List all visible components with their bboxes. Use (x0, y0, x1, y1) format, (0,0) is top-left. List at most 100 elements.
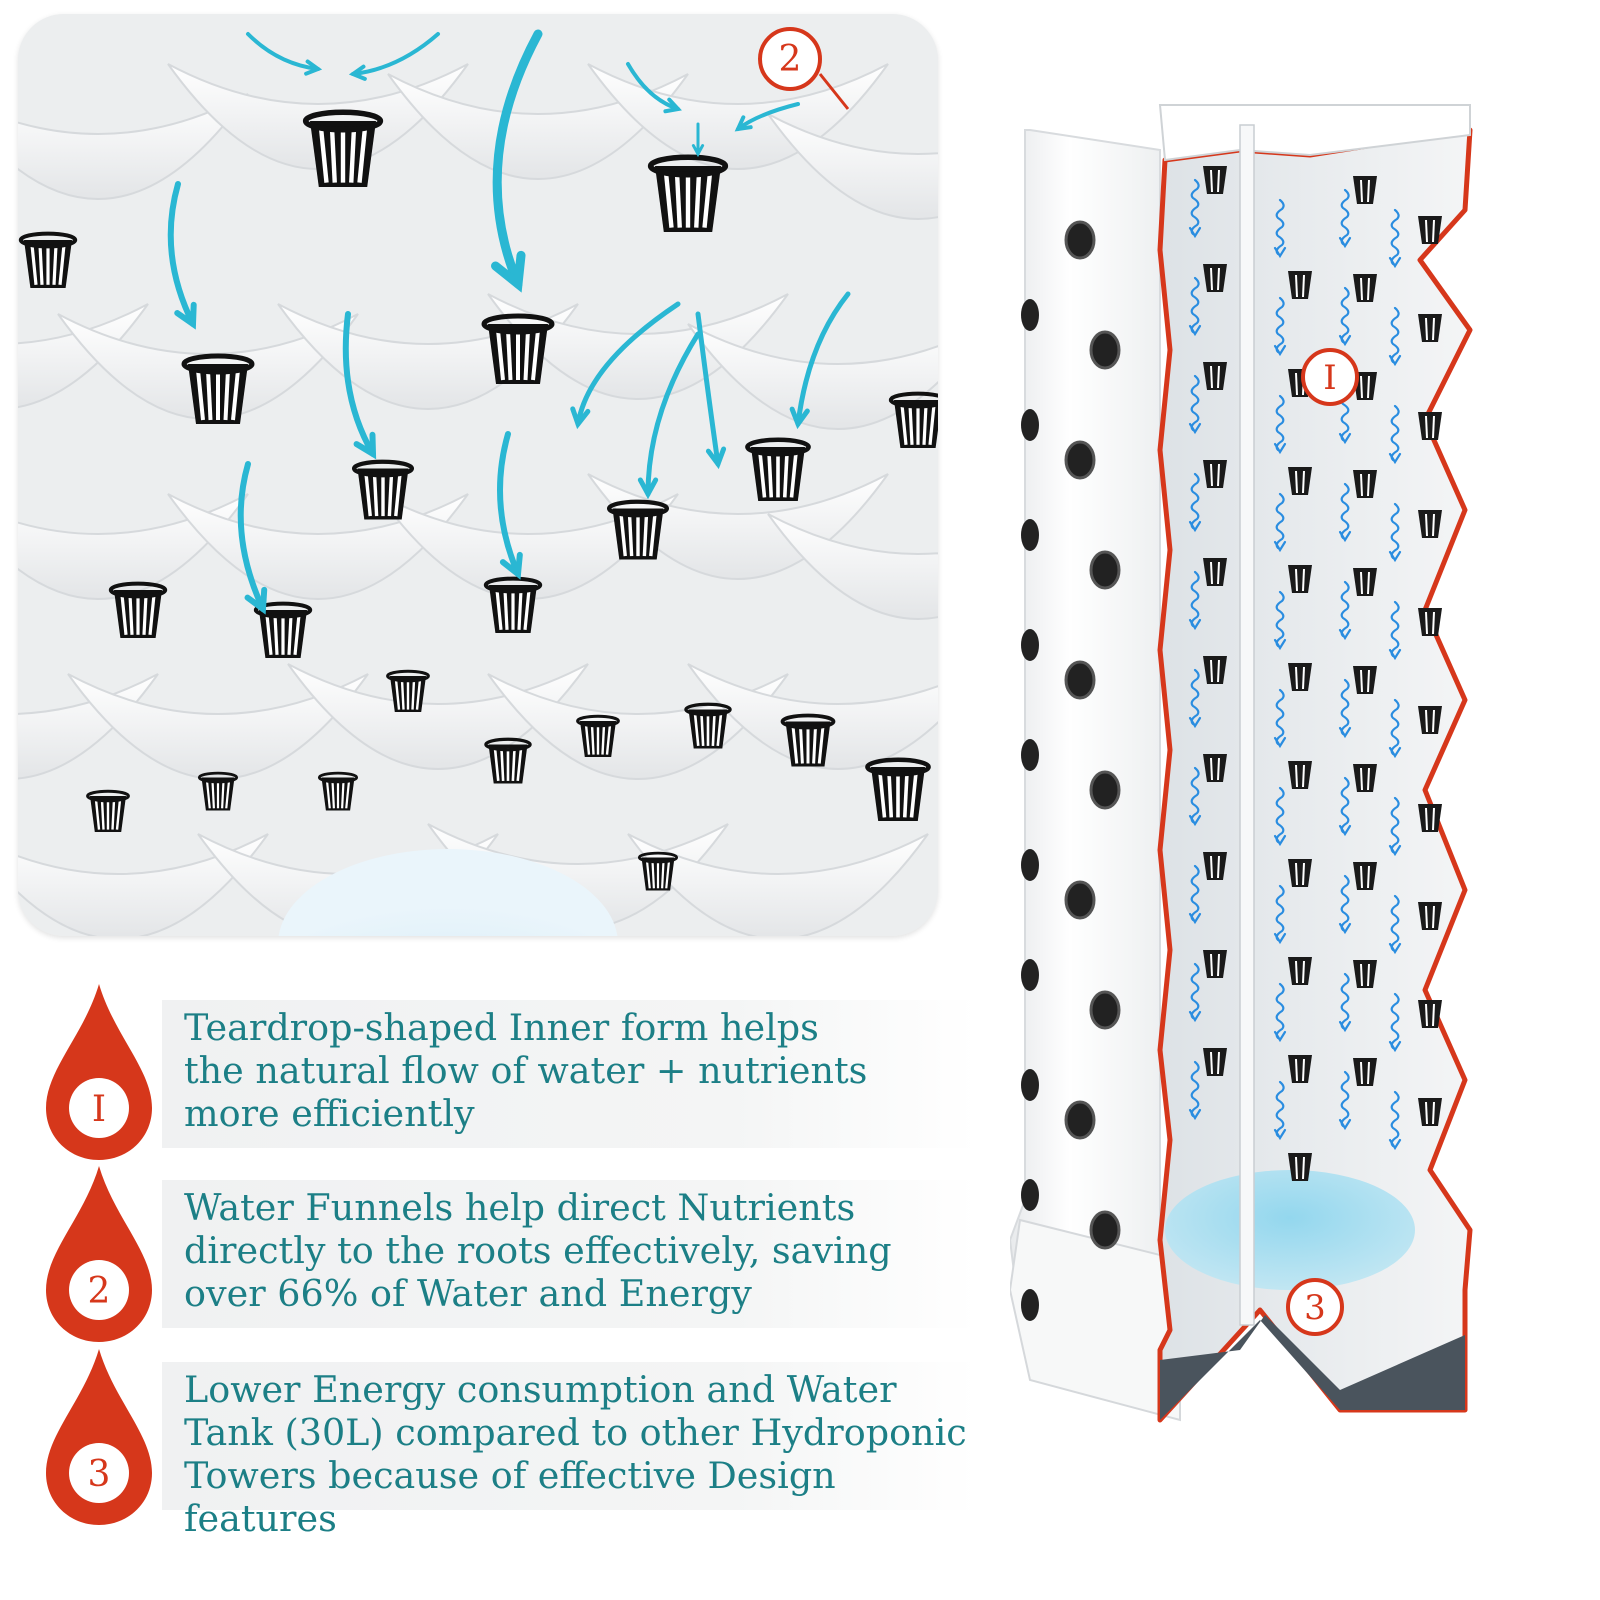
blue-arrowhead (1273, 638, 1287, 651)
blue-arrowhead (1188, 324, 1202, 337)
drop-number-2: 2 (88, 1271, 111, 1312)
net-cup-icon (780, 713, 836, 767)
funnel-shell (287, 663, 589, 770)
blue-wavy-arrow-icon (1390, 992, 1400, 1050)
tower-top-rim (1158, 104, 1471, 162)
blue-wavy-arrow-icon (1275, 884, 1285, 942)
tower-net-cup-icon (1353, 274, 1377, 302)
tower-net-cup-icon (1353, 470, 1377, 498)
net-cup-icon (197, 771, 239, 811)
blue-wavy-arrow-icon (1190, 962, 1200, 1020)
cyan-arrowhead (734, 115, 753, 132)
tower-net-cup-icon (1353, 176, 1377, 204)
blue-arrowhead (1273, 736, 1287, 749)
blue-arrowhead (1188, 422, 1202, 435)
funnel-shell (767, 113, 938, 220)
tower-net-cup-icon (1203, 362, 1227, 390)
blue-wavy-arrow-icon (1275, 492, 1285, 550)
blue-arrowhead (1338, 530, 1352, 543)
callout-1-badge: I (1301, 348, 1359, 406)
cyan-arrowhead (353, 431, 377, 460)
blue-wavy-arrow-icon (1390, 698, 1400, 756)
blue-wavy-arrow-icon (1340, 188, 1350, 246)
blue-arrowhead (1188, 520, 1202, 533)
cyan-arrow-icon (237, 461, 266, 612)
tower-net-cup-icon (1288, 859, 1312, 887)
blue-wavy-arrow-icon (1275, 1080, 1285, 1138)
net-cup-icon (484, 737, 532, 784)
cyan-arrow-icon (795, 291, 851, 427)
blue-arrowhead (1273, 246, 1287, 259)
blue-wavy-arrow-icon (1275, 688, 1285, 746)
blue-arrowhead (1188, 1010, 1202, 1023)
tower-planting-hole-icon (1064, 220, 1096, 260)
blue-arrowhead (1188, 814, 1202, 827)
cyan-arrowhead (637, 477, 659, 500)
net-cup-icon (302, 109, 384, 187)
blue-wavy-arrow-icon (1340, 580, 1350, 638)
tank-floor (1160, 1315, 1465, 1420)
tower-net-cup-icon (1353, 960, 1377, 988)
funnel-shell (167, 493, 469, 600)
blue-wavy-arrow-icon (1275, 786, 1285, 844)
cyan-arrowhead (304, 59, 323, 76)
svg-text:2: 2 (779, 39, 802, 80)
blue-wavy-arrow-icon (1190, 472, 1200, 530)
blue-arrowhead (1338, 432, 1352, 445)
cyan-arrow-icon (246, 32, 320, 71)
cyan-arrow-icon (695, 311, 721, 467)
blue-wavy-arrow-icon (1190, 1060, 1200, 1118)
blue-arrowhead (1273, 1128, 1287, 1141)
funnel-closeup-image: 2 (18, 14, 938, 936)
funnel-shell (687, 323, 938, 430)
tower-planting-hole-icon (1064, 880, 1096, 920)
blue-arrowhead (1388, 452, 1402, 465)
net-cup-icon (18, 231, 78, 288)
tower-net-cup-icon (1203, 852, 1227, 880)
blue-wavy-arrow-icon (1390, 894, 1400, 952)
cyan-arrow-icon (342, 311, 376, 457)
callout-2-badge: 2 (758, 27, 850, 110)
tower-net-cup-icon (1418, 412, 1442, 440)
tower-planting-hole-icon (1021, 739, 1039, 771)
tower-planting-hole-icon (1089, 990, 1121, 1030)
blue-arrowhead (1273, 932, 1287, 945)
funnel-shell (387, 73, 689, 180)
tower-planting-hole-icon (1089, 330, 1121, 370)
blue-wavy-arrow-icon (1190, 276, 1200, 334)
blue-wavy-arrow-icon (1390, 600, 1400, 658)
blue-arrowhead (1388, 942, 1402, 955)
tower-planting-hole-icon (1089, 770, 1121, 810)
net-cup-icon (637, 851, 679, 891)
tower-net-cup-icon (1288, 565, 1312, 593)
funnel-shell (487, 293, 789, 400)
funnel-shell (18, 303, 149, 408)
blue-wavy-arrow-icon (1340, 286, 1350, 344)
net-cup-icon (351, 459, 415, 520)
drop-number-1: I (92, 1089, 106, 1130)
net-cup-icon (483, 576, 543, 633)
tower-planting-hole-icon (1021, 959, 1039, 991)
feature-3-text: Lower Energy consumption and Water Tank … (184, 1368, 967, 1540)
blue-wavy-arrow-icon (1340, 678, 1350, 736)
funnel-shell (67, 673, 369, 780)
cyan-arrowhead (174, 301, 197, 330)
blue-wavy-arrow-icon (1275, 394, 1285, 452)
tower-planting-hole-icon (1089, 550, 1121, 590)
funnel-closeup-illustration: 2 (18, 14, 938, 936)
tower-net-cup-icon (1353, 666, 1377, 694)
tower-net-cup-icon (1203, 754, 1227, 782)
cyan-arrow-icon (645, 331, 701, 497)
tower-net-cup-icon (1288, 1153, 1312, 1181)
tower-planting-hole-icon (1021, 1069, 1039, 1101)
cyan-arrow-icon (497, 431, 521, 577)
tower-net-cup-icon (1288, 957, 1312, 985)
net-cup-icon (647, 154, 729, 232)
tower-net-cup-icon (1353, 568, 1377, 596)
tower-planting-hole-icon (1021, 299, 1039, 331)
funnel-shell (767, 513, 938, 620)
blue-arrowhead (1388, 550, 1402, 563)
net-cup-icon (386, 669, 430, 712)
blue-arrowhead (1273, 1030, 1287, 1043)
tower-cutaway-image: I 3 (1010, 90, 1530, 1430)
